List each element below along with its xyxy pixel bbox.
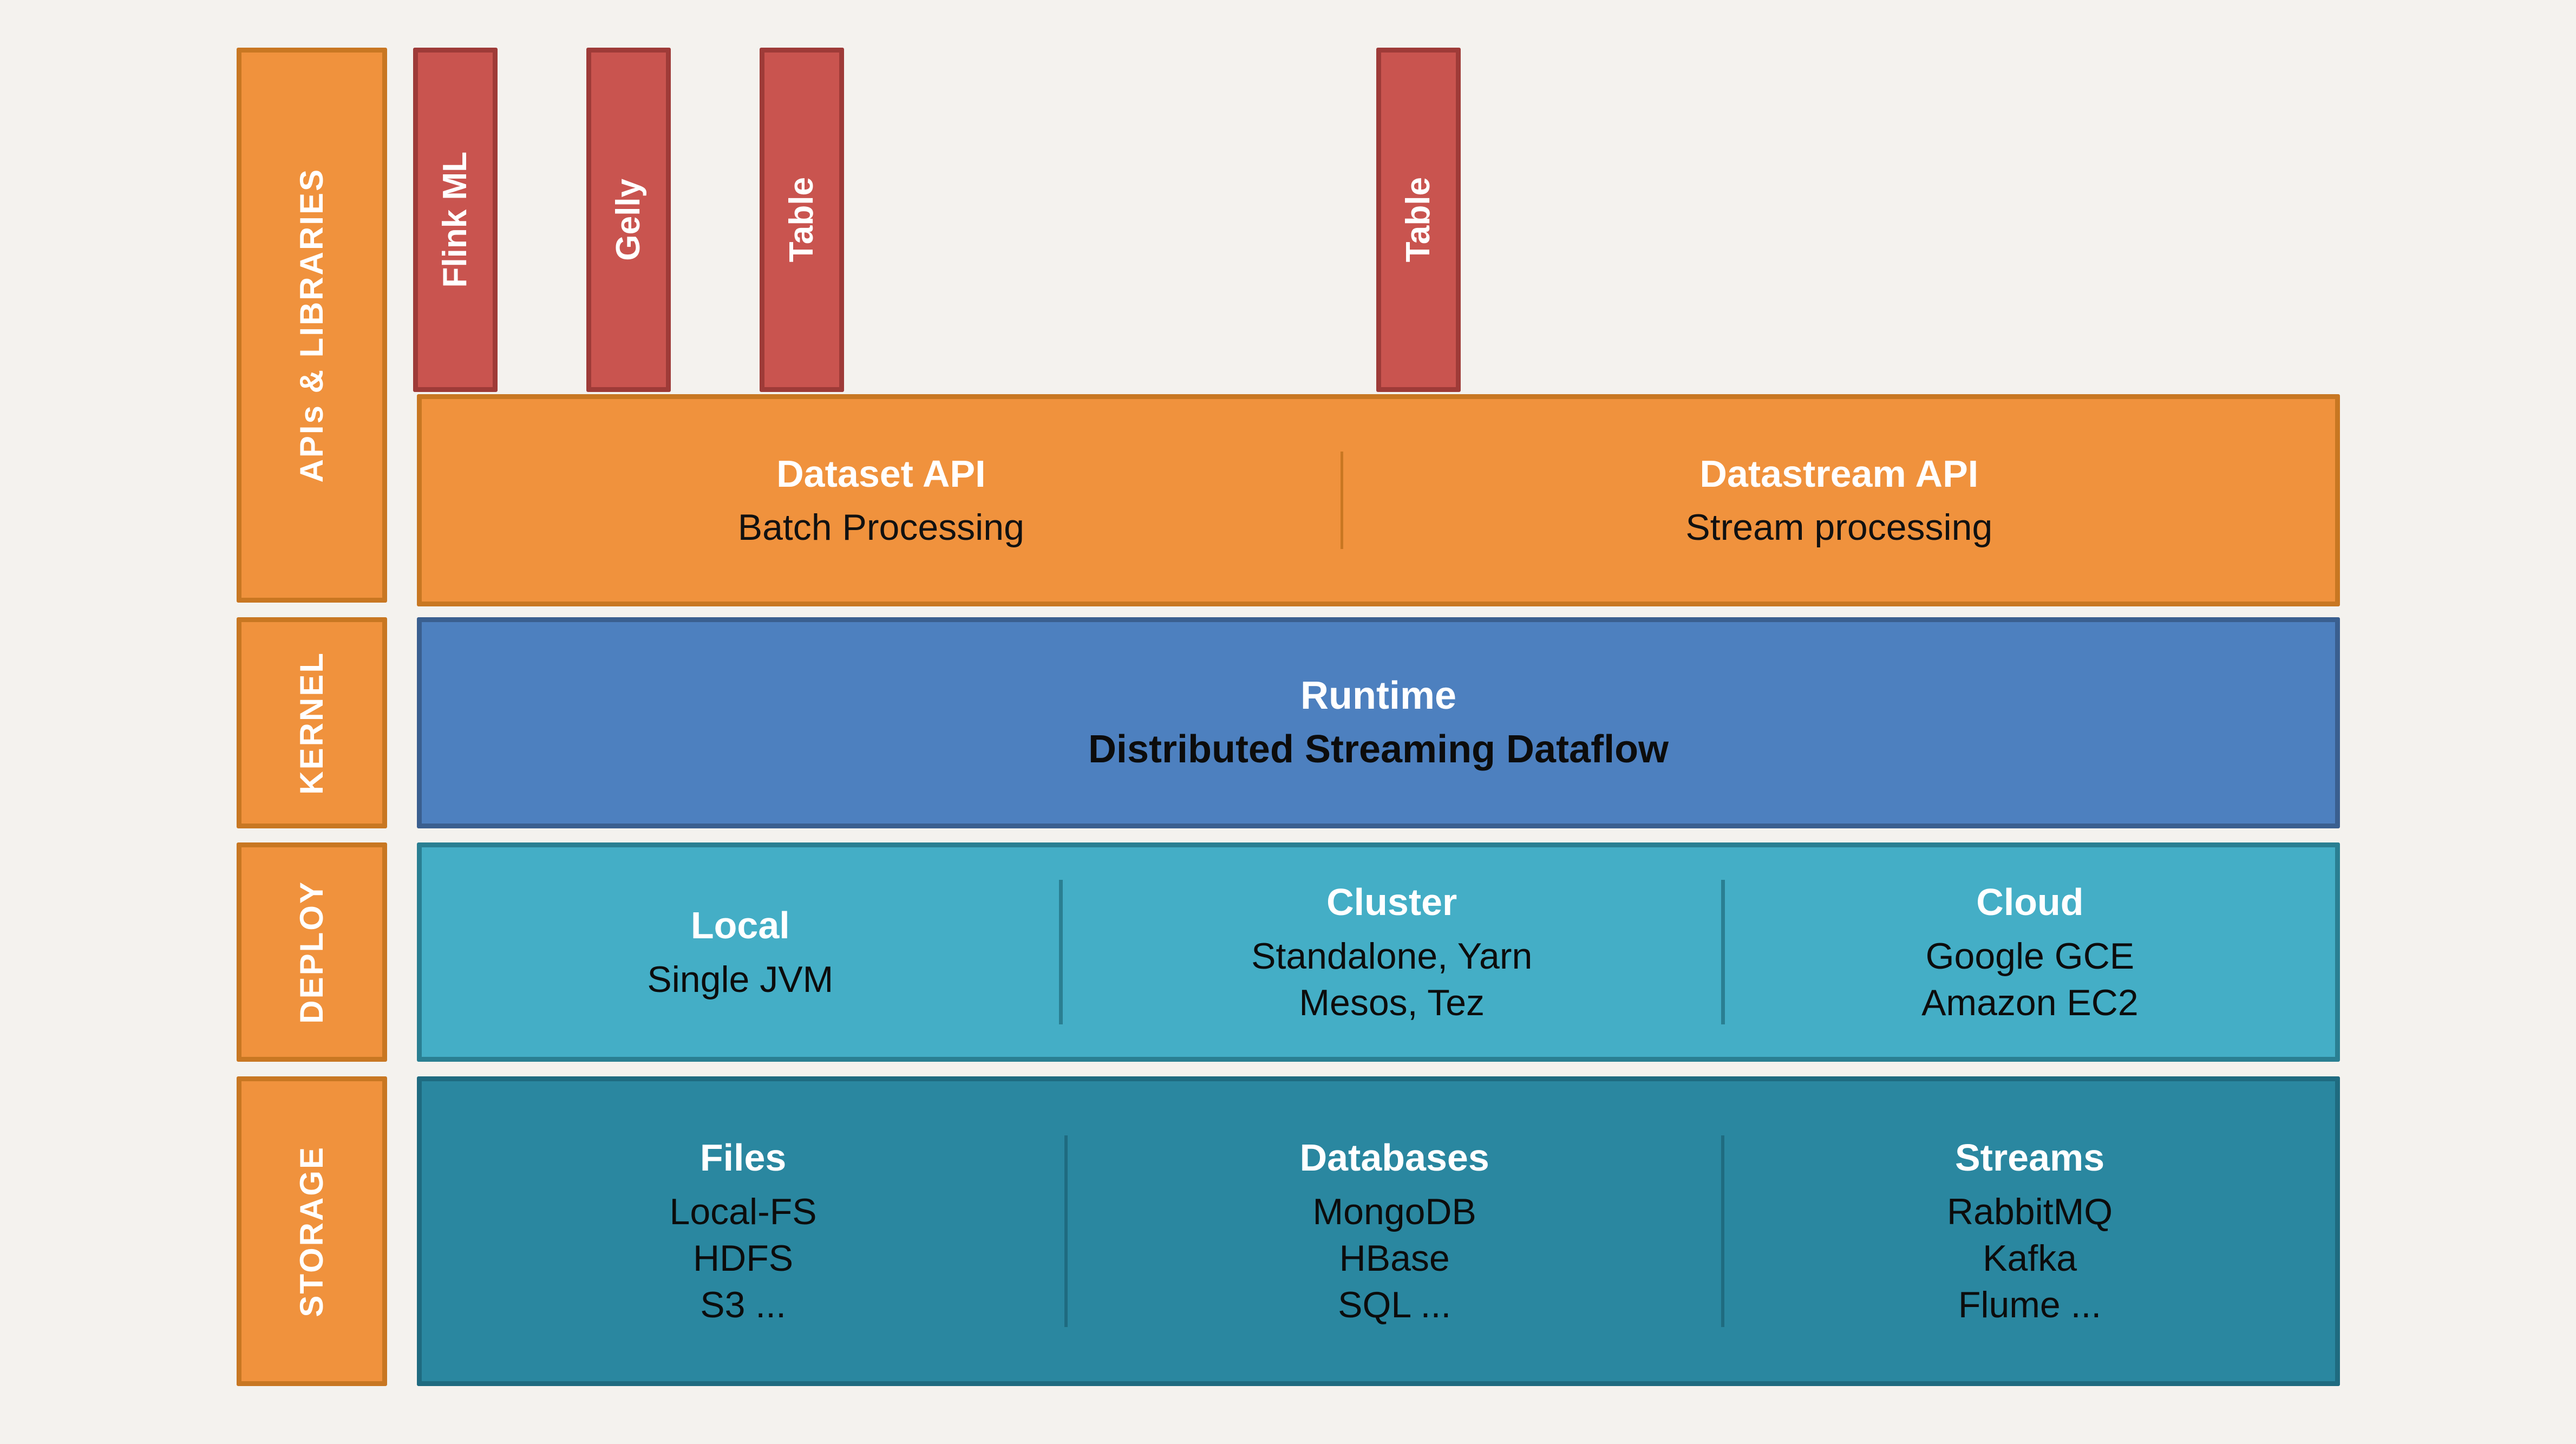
deploy-title-local: Local xyxy=(690,904,790,947)
storage-line-streams-0: RabbitMQ xyxy=(1947,1191,2113,1232)
library-chip-label-flink-ml: Flink ML xyxy=(436,152,474,288)
deploy-line-cluster-1: Mesos, Tez xyxy=(1299,982,1485,1023)
api-subtitle-dataset: Batch Processing xyxy=(737,507,1024,548)
storage-line-files-0: Local-FS xyxy=(669,1191,817,1232)
rail-kernel: KERNEL xyxy=(237,617,387,828)
api-subtitle-datastream: Stream processing xyxy=(1685,507,1993,548)
rail-storage: STORAGE xyxy=(237,1076,387,1386)
rail-label-apis-and-libraries: APIs & LIBRARIES xyxy=(293,167,330,483)
api-band: Dataset API Batch Processing Datastream … xyxy=(417,394,2340,606)
storage-line-files-2: S3 ... xyxy=(700,1284,786,1326)
deploy-title-cluster: Cluster xyxy=(1326,880,1457,923)
deploy-cell-local[interactable]: Local Single JVM xyxy=(422,903,1059,1001)
rail-label-deploy: DEPLOY xyxy=(293,880,330,1024)
library-chip-label-gelly: Gelly xyxy=(610,179,648,261)
rail-label-storage: STORAGE xyxy=(293,1145,330,1317)
deploy-line-cloud-0: Google GCE xyxy=(1925,935,2135,977)
rail-label-kernel: KERNEL xyxy=(293,651,330,795)
deploy-cell-cloud[interactable]: Cloud Google GCE Amazon EC2 xyxy=(1721,879,2335,1025)
api-title-datastream: Datastream API xyxy=(1699,452,1979,495)
deploy-line-cloud-1: Amazon EC2 xyxy=(1921,982,2139,1023)
storage-line-streams-1: Kafka xyxy=(1983,1238,2077,1279)
storage-cell-streams[interactable]: Streams RabbitMQ Kafka Flume ... xyxy=(1721,1135,2335,1327)
storage-line-databases-1: HBase xyxy=(1339,1238,1450,1279)
runtime-title: Runtime xyxy=(1300,674,1456,718)
storage-line-files-1: HDFS xyxy=(693,1238,794,1279)
storage-line-streams-2: Flume ... xyxy=(1958,1284,2102,1326)
library-chip-table-batch[interactable]: Table xyxy=(760,48,844,392)
rail-deploy: DEPLOY xyxy=(237,842,387,1062)
library-chip-table-stream[interactable]: Table xyxy=(1376,48,1461,392)
runtime-band[interactable]: Runtime Distributed Streaming Dataflow xyxy=(417,617,2340,828)
api-cell-dataset[interactable]: Dataset API Batch Processing xyxy=(422,452,1341,550)
deploy-band: Local Single JVM Cluster Standalone, Yar… xyxy=(417,842,2340,1062)
storage-line-databases-2: SQL ... xyxy=(1338,1284,1452,1326)
storage-title-streams: Streams xyxy=(1954,1136,2105,1179)
library-chip-flink-ml[interactable]: Flink ML xyxy=(413,48,498,392)
deploy-line-cluster-0: Standalone, Yarn xyxy=(1251,935,1533,977)
library-chip-gelly[interactable]: Gelly xyxy=(586,48,671,392)
api-title-dataset: Dataset API xyxy=(776,452,986,495)
library-chip-label-table-batch: Table xyxy=(783,177,821,263)
deploy-title-cloud: Cloud xyxy=(1976,880,2084,923)
runtime-subtitle: Distributed Streaming Dataflow xyxy=(1088,728,1669,771)
storage-line-databases-0: MongoDB xyxy=(1312,1191,1476,1232)
storage-title-databases: Databases xyxy=(1299,1136,1489,1179)
storage-cell-files[interactable]: Files Local-FS HDFS S3 ... xyxy=(422,1135,1064,1327)
deploy-line-local-0: Single JVM xyxy=(647,958,834,1000)
deploy-cell-cluster[interactable]: Cluster Standalone, Yarn Mesos, Tez xyxy=(1058,879,1721,1025)
library-chip-label-table-stream: Table xyxy=(1400,177,1437,263)
storage-cell-databases[interactable]: Databases MongoDB HBase SQL ... xyxy=(1064,1135,1721,1327)
rail-apis-and-libraries: APIs & LIBRARIES xyxy=(237,48,387,603)
storage-band: Files Local-FS HDFS S3 ... Databases Mon… xyxy=(417,1076,2340,1386)
storage-title-files: Files xyxy=(699,1136,787,1179)
api-cell-datastream[interactable]: Datastream API Stream processing xyxy=(1340,451,2335,550)
